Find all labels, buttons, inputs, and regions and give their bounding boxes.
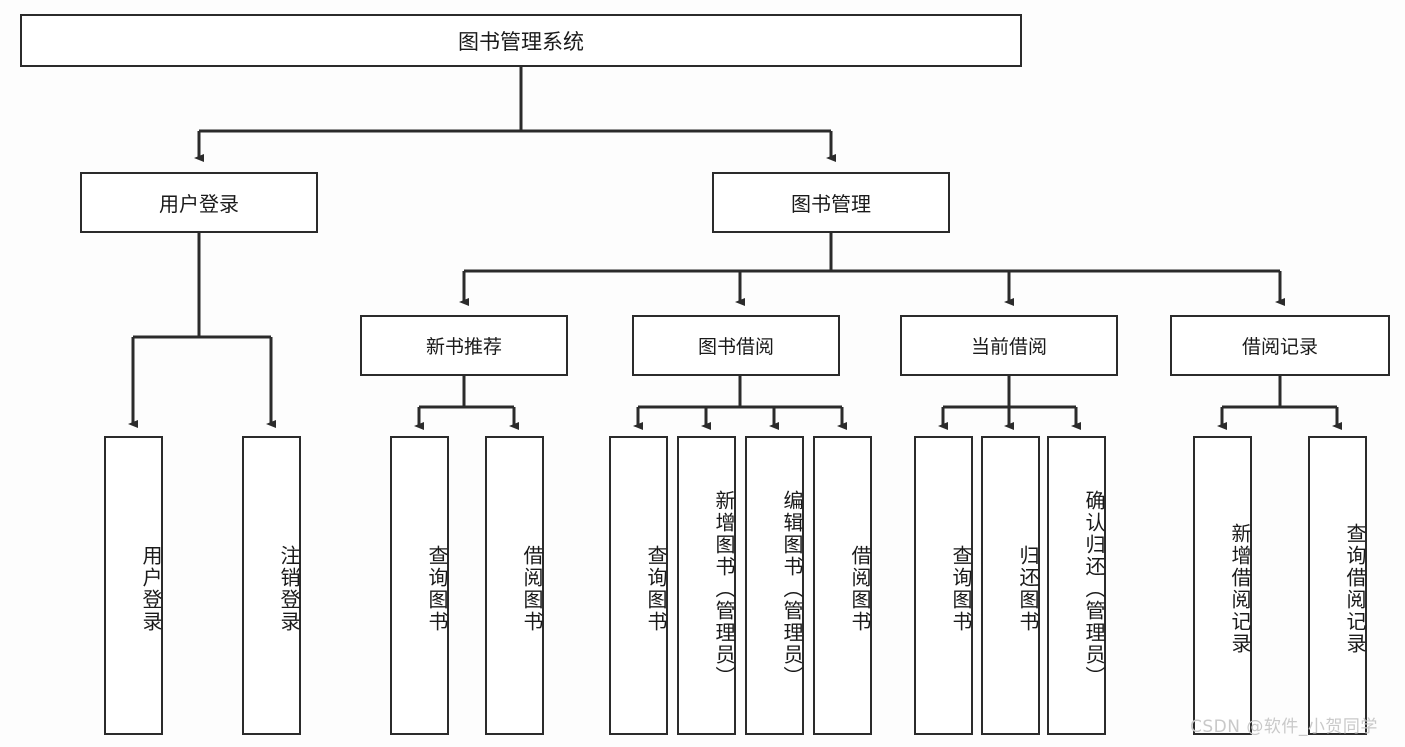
node-user-login[interactable]: 用户登录 [80, 172, 318, 233]
node-new-book-rec[interactable]: 新书推荐 [360, 315, 568, 376]
node-borrow-record[interactable]: 借阅记录 [1170, 315, 1390, 376]
node-label: 图书管理系统 [458, 29, 584, 54]
leaf-borrow-book-1[interactable]: 借阅图书 [485, 436, 544, 735]
node-label: 编辑图书（管理员） [780, 489, 804, 688]
node-label: 图书借阅 [697, 336, 774, 358]
node-label: 确认归还（管理员） [1082, 489, 1106, 688]
node-label: 查询图书 [425, 544, 449, 633]
leaf-query-book-3[interactable]: 查询图书 [914, 436, 973, 735]
node-label: 查询图书 [644, 544, 668, 633]
node-label: 用户登录 [139, 544, 163, 633]
node-book-manage[interactable]: 图书管理 [712, 172, 950, 233]
node-current-borrow[interactable]: 当前借阅 [900, 315, 1118, 376]
leaf-borrow-book-2[interactable]: 借阅图书 [813, 436, 872, 735]
leaf-user-login[interactable]: 用户登录 [104, 436, 163, 735]
node-label: 新增借阅记录 [1228, 522, 1252, 655]
leaf-query-book-2[interactable]: 查询图书 [609, 436, 668, 735]
node-label: 注销登录 [277, 544, 301, 633]
node-label: 查询借阅记录 [1343, 522, 1367, 655]
leaf-add-record[interactable]: 新增借阅记录 [1193, 436, 1252, 735]
node-label: 用户登录 [159, 192, 239, 216]
node-label: 借阅图书 [848, 544, 872, 633]
leaf-query-record[interactable]: 查询借阅记录 [1308, 436, 1367, 735]
leaf-query-book-1[interactable]: 查询图书 [390, 436, 449, 735]
leaf-return-book[interactable]: 归还图书 [981, 436, 1040, 735]
node-label: 新书推荐 [425, 336, 502, 358]
node-label: 图书管理 [791, 192, 871, 216]
node-label: 借阅图书 [520, 544, 544, 633]
node-label: 新增图书（管理员） [712, 489, 736, 688]
node-root-system[interactable]: 图书管理系统 [20, 14, 1022, 67]
leaf-edit-book[interactable]: 编辑图书（管理员） [745, 436, 804, 735]
leaf-user-logout[interactable]: 注销登录 [242, 436, 301, 735]
leaf-add-book[interactable]: 新增图书（管理员） [677, 436, 736, 735]
node-label: 归还图书 [1016, 544, 1040, 633]
node-label: 借阅记录 [1241, 336, 1318, 358]
node-label: 查询图书 [949, 544, 973, 633]
watermark-text: CSDN @软件_小贺同学 [1190, 717, 1378, 737]
node-book-borrow[interactable]: 图书借阅 [632, 315, 840, 376]
leaf-confirm-return[interactable]: 确认归还（管理员） [1047, 436, 1106, 735]
node-label: 当前借阅 [970, 336, 1047, 358]
